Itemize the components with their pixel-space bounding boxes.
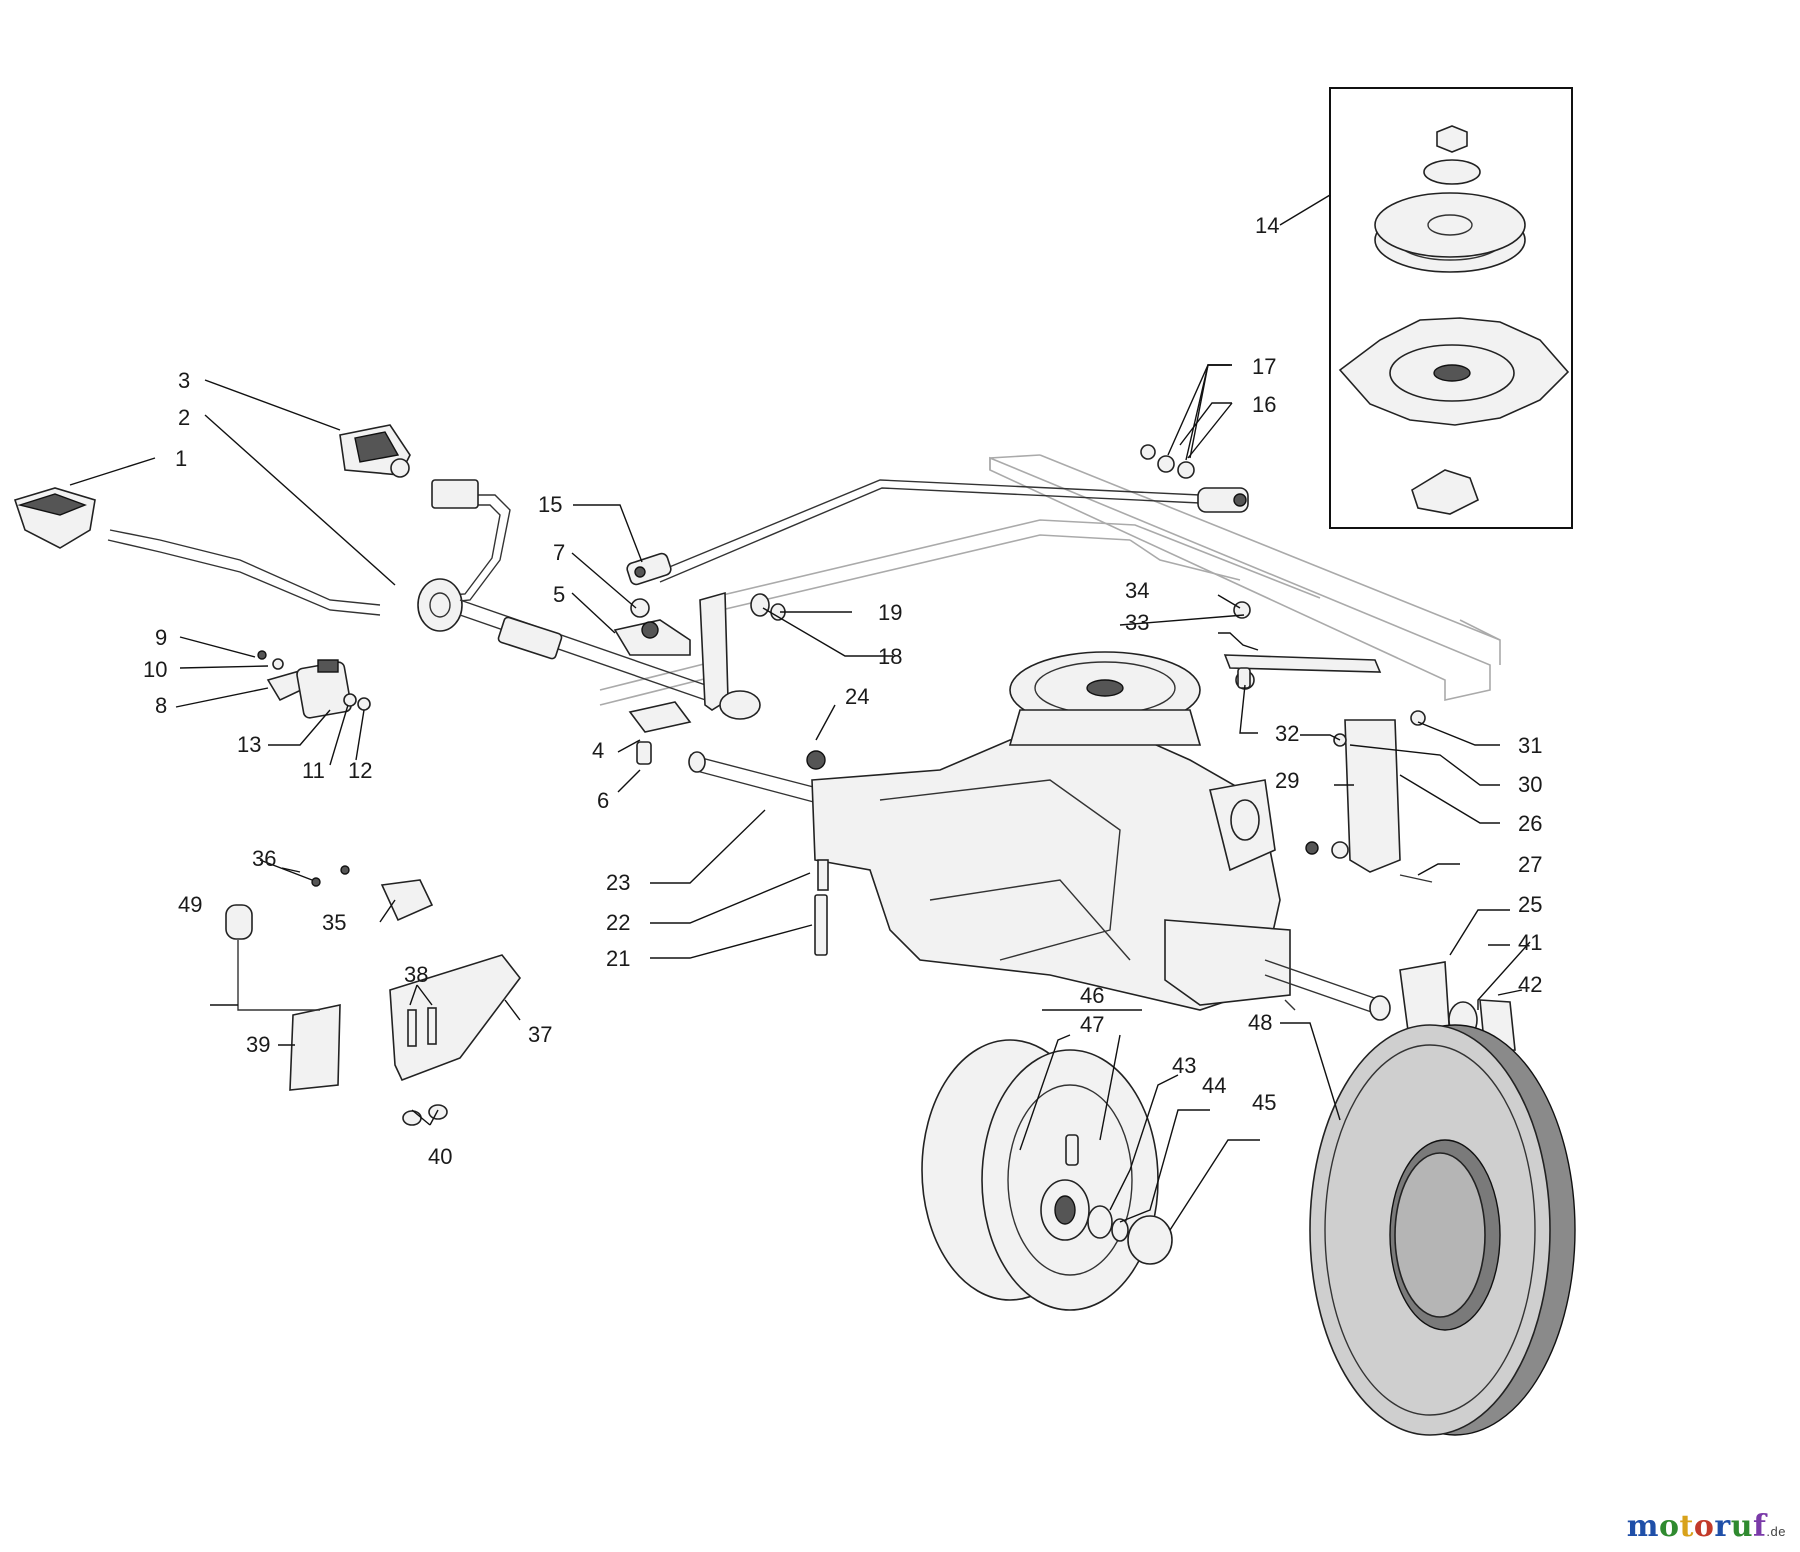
part-label-27: 27	[1518, 852, 1542, 877]
leader-lines	[69, 194, 1531, 1231]
part-label-39: 39	[246, 1032, 270, 1057]
part-label-17: 17	[1252, 354, 1276, 379]
part-label-6: 6	[597, 788, 609, 813]
part-label-23: 23	[606, 870, 630, 895]
part-label-13: 13	[237, 732, 261, 757]
chassis-frame	[599, 454, 1501, 706]
part-label-15: 15	[538, 492, 562, 517]
brand-letter: m	[1626, 1509, 1659, 1544]
part-labels: 1 2 3 4 5 6 7 8 9 10 11 12 13 14 15 16 1…	[143, 213, 1542, 1169]
part-label-48: 48	[1248, 1010, 1272, 1035]
part-label-16: 16	[1252, 392, 1276, 417]
transmission-assembly	[688, 601, 1516, 1053]
part-label-25: 25	[1518, 892, 1542, 917]
part-label-2: 2	[178, 405, 190, 430]
pulley-fan-inset	[1329, 87, 1573, 529]
part-label-42: 42	[1518, 972, 1542, 997]
pedal-assembly	[13, 424, 721, 706]
part-label-11: 11	[302, 758, 325, 783]
brand-letter: u	[1730, 1509, 1754, 1544]
part-label-49: 49	[178, 892, 202, 917]
wheel-assembly	[921, 1024, 1576, 1436]
part-label-3: 3	[178, 368, 190, 393]
part-label-26: 26	[1518, 811, 1542, 836]
part-label-31: 31	[1518, 733, 1542, 758]
part-label-47: 47	[1080, 1012, 1104, 1037]
part-label-22: 22	[606, 910, 630, 935]
part-label-36: 36	[252, 846, 276, 871]
bracket-and-lever	[613, 591, 826, 770]
part-label-10: 10	[143, 657, 167, 682]
part-label-33: 33	[1125, 610, 1149, 635]
part-label-14: 14	[1255, 213, 1279, 238]
part-label-41: 41	[1518, 930, 1542, 955]
part-label-35: 35	[322, 910, 346, 935]
part-label-34: 34	[1125, 578, 1149, 603]
part-label-44: 44	[1202, 1073, 1226, 1098]
part-label-1: 1	[175, 446, 187, 471]
part-label-5: 5	[553, 582, 565, 607]
part-label-18: 18	[878, 644, 902, 669]
part-label-8: 8	[155, 693, 167, 718]
part-label-38: 38	[404, 962, 428, 987]
loose-parts	[225, 865, 522, 1126]
brand-letter: t	[1679, 1509, 1694, 1544]
rod-end-15	[626, 552, 672, 586]
part-label-30: 30	[1518, 772, 1542, 797]
part-label-45: 45	[1252, 1090, 1276, 1115]
brand-letter: o	[1659, 1509, 1680, 1544]
part-label-7: 7	[553, 540, 565, 565]
brand-suffix: .de	[1766, 1524, 1786, 1539]
part-label-46: 46	[1080, 983, 1104, 1008]
part-label-32: 32	[1275, 721, 1299, 746]
part-label-4: 4	[592, 738, 604, 763]
brand-letter: r	[1714, 1509, 1731, 1544]
linkage-rod	[626, 444, 1249, 586]
part-label-29: 29	[1275, 768, 1299, 793]
part-label-43: 43	[1172, 1053, 1196, 1078]
brand-watermark: motoruf.de	[1627, 1509, 1786, 1544]
part-label-21: 21	[606, 946, 630, 971]
brand-letter: o	[1693, 1509, 1715, 1544]
part-label-9: 9	[155, 625, 167, 650]
part-label-24: 24	[845, 684, 869, 709]
brand-letter: f	[1753, 1509, 1767, 1544]
switch-parts	[257, 650, 371, 719]
part-label-37: 37	[528, 1022, 552, 1047]
part-label-19: 19	[878, 600, 902, 625]
part-label-12: 12	[348, 758, 372, 783]
part-label-40: 40	[428, 1144, 452, 1169]
rod-end-17	[1197, 487, 1249, 513]
